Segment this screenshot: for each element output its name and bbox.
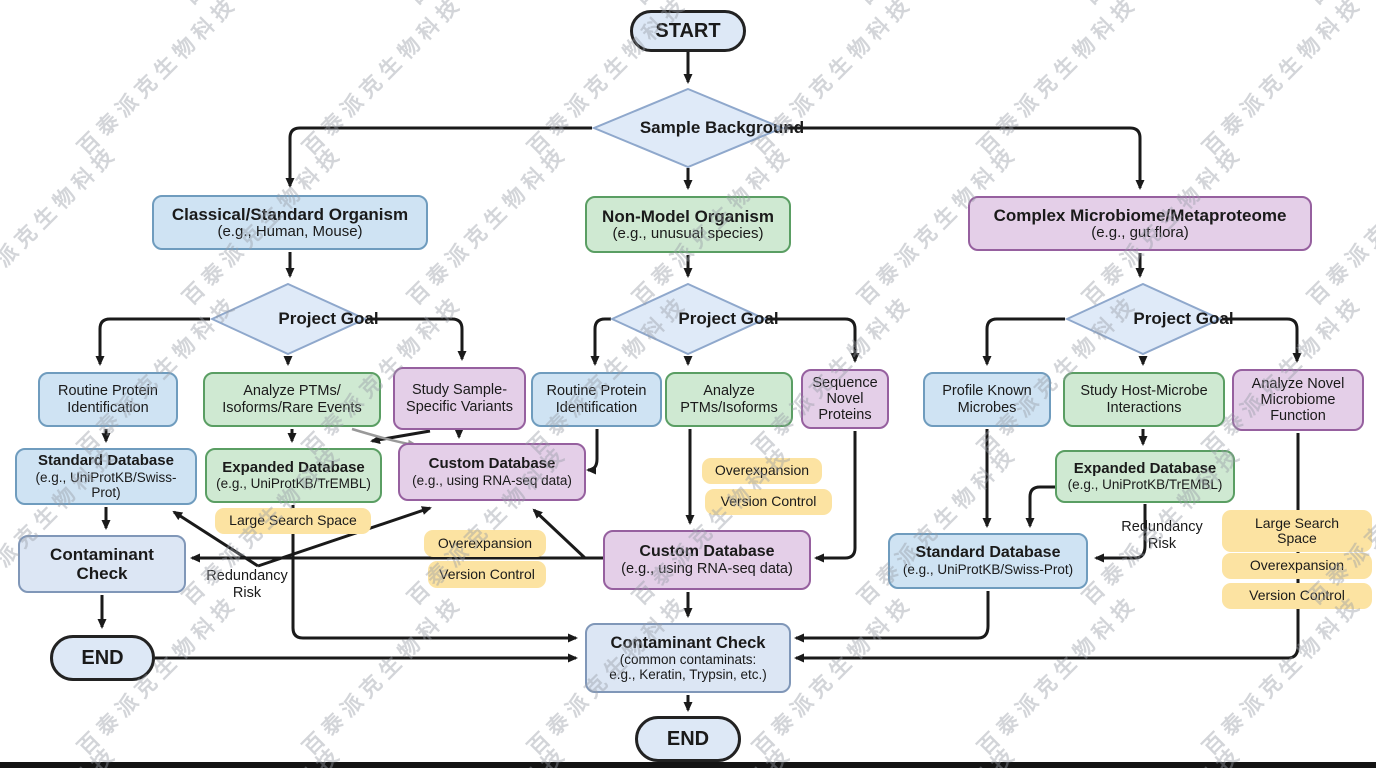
project-goal-left-label: Project Goal — [278, 309, 379, 329]
end-left-node: END — [50, 635, 155, 681]
standard-db-left-node: Standard Database (e.g., UniProtKB/Swiss… — [15, 448, 197, 505]
host-microbe-node: Study Host-Microbe Interactions — [1063, 372, 1225, 427]
classical-organism-subtitle: (e.g., Human, Mouse) — [217, 222, 363, 240]
bottom-bar — [0, 762, 1376, 768]
variants-left-label: Study Sample-Specific Variants — [406, 382, 513, 415]
non-model-subtitle: (e.g., unusual species) — [612, 224, 764, 242]
expanded-db-left-subtitle: (e.g., UniProtKB/TrEMBL) — [216, 476, 371, 492]
redundancy-risk-left-text: Redundancy Risk — [206, 568, 288, 601]
non-model-title: Non-Model Organism — [602, 206, 774, 226]
diamond-shape — [210, 283, 367, 355]
tag-version-control-mid-label: Version Control — [720, 493, 817, 510]
novel-function-node: Analyze Novel Microbiome Function — [1232, 369, 1364, 431]
redundancy-risk-right-label: Redundancy Risk — [1108, 519, 1216, 552]
tag-large-search-right-label: Large Search Space — [1254, 514, 1340, 546]
tag-version-control-right-label: Version Control — [1249, 587, 1345, 604]
contaminant-check-bottom-sub1: (common contaminats: — [619, 652, 757, 668]
custom-db-left-subtitle: (e.g., using RNA-seq data) — [412, 472, 572, 488]
redundancy-risk-left-label: Redundancy Risk — [195, 568, 299, 601]
novel-proteins-mid-label: Sequence Novel Proteins — [812, 374, 878, 424]
profile-microbes-label: Profile Known Microbes — [942, 383, 1032, 416]
routine-id-mid-label: Routine Protein Identification — [546, 383, 647, 416]
non-model-organism-node: Non-Model Organism (e.g., unusual specie… — [585, 196, 791, 253]
tag-version-control-left-label: Version Control — [439, 565, 535, 582]
ptms-mid-label: Analyze PTMs/Isoforms — [680, 383, 778, 416]
ptms-left-node: Analyze PTMs/ Isoforms/Rare Events — [203, 372, 381, 427]
project-goal-right-label: Project Goal — [1133, 309, 1234, 329]
complex-microbiome-node: Complex Microbiome/Metaproteome (e.g., g… — [968, 196, 1312, 251]
expanded-db-right-title: Expanded Database — [1073, 459, 1217, 477]
ptms-left-label: Analyze PTMs/ Isoforms/Rare Events — [222, 383, 362, 416]
project-goal-right-decision: Project Goal — [1065, 283, 1234, 355]
classical-organism-node: Classical/Standard Organism (e.g., Human… — [152, 195, 428, 250]
contaminant-check-bottom-node: Contaminant Check (common contaminats: e… — [585, 623, 791, 693]
project-goal-mid-decision: Project Goal — [610, 283, 779, 355]
ptms-mid-node: Analyze PTMs/Isoforms — [665, 372, 793, 427]
contaminant-check-bottom-title: Contaminant Check — [610, 633, 766, 652]
tag-large-search-right: Large Search Space — [1222, 510, 1372, 552]
project-goal-left-decision: Project Goal — [210, 283, 379, 355]
tag-overexpansion-left: Overexpansion — [424, 530, 546, 557]
custom-db-left-title: Custom Database — [428, 455, 556, 473]
variants-left-node: Study Sample-Specific Variants — [393, 367, 526, 430]
standard-db-left-subtitle: (e.g., UniProtKB/Swiss-Prot) — [35, 469, 177, 500]
standard-db-right-subtitle: (e.g., UniProtKB/Swiss-Prot) — [902, 562, 1074, 578]
contaminant-check-left-node: Contaminant Check — [18, 535, 186, 593]
tag-version-control-right: Version Control — [1222, 583, 1372, 609]
custom-db-left-node: Custom Database (e.g., using RNA-seq dat… — [398, 443, 586, 501]
diamond-shape — [592, 88, 784, 168]
tag-overexpansion-mid-label: Overexpansion — [714, 462, 810, 479]
tag-large-search-left-label: Large Search Space — [229, 512, 357, 529]
novel-function-label: Analyze Novel Microbiome Function — [1251, 375, 1345, 425]
custom-db-mid-title: Custom Database — [639, 542, 775, 560]
tag-overexpansion-right: Overexpansion — [1222, 553, 1372, 579]
tag-overexpansion-mid: Overexpansion — [702, 458, 822, 484]
expanded-db-right-subtitle: (e.g., UniProtKB/TrEMBL) — [1067, 477, 1223, 493]
profile-microbes-node: Profile Known Microbes — [923, 372, 1051, 427]
custom-db-mid-subtitle: (e.g., using RNA-seq data) — [621, 560, 793, 577]
standard-db-left-title: Standard Database — [38, 451, 174, 469]
tag-version-control-left: Version Control — [428, 561, 546, 588]
custom-db-mid-node: Custom Database (e.g., using RNA-seq dat… — [603, 530, 811, 590]
project-goal-mid-label: Project Goal — [678, 309, 779, 329]
tag-version-control-mid: Version Control — [705, 489, 832, 515]
diamond-shape — [610, 283, 767, 355]
routine-id-mid-node: Routine Protein Identification — [531, 372, 662, 427]
end-left-label: END — [81, 646, 124, 669]
redundancy-risk-right-text: Redundancy Risk — [1121, 519, 1203, 552]
start-node: START — [630, 10, 746, 52]
complex-microbiome-subtitle: (e.g., gut flora) — [1091, 223, 1189, 241]
expanded-db-right-node: Expanded Database (e.g., UniProtKB/TrEMB… — [1055, 450, 1235, 503]
host-microbe-label: Study Host-Microbe Interactions — [1080, 383, 1208, 416]
standard-db-right-node: Standard Database (e.g., UniProtKB/Swiss… — [888, 533, 1088, 589]
sample-background-decision: Sample Background — [592, 88, 804, 168]
novel-proteins-mid-node: Sequence Novel Proteins — [801, 369, 889, 429]
end-bottom-label: END — [666, 727, 710, 750]
tag-large-search-left: Large Search Space — [215, 508, 371, 534]
contaminant-check-bottom-sub2: e.g., Keratin, Trypsin, etc.) — [609, 667, 767, 683]
complex-microbiome-title: Complex Microbiome/Metaproteome — [993, 205, 1287, 225]
expanded-db-left-node: Expanded Database (e.g., UniProtKB/TrEMB… — [205, 448, 382, 503]
standard-db-right-title: Standard Database — [915, 544, 1061, 562]
routine-id-left-node: Routine Protein Identification — [38, 372, 178, 427]
tag-overexpansion-left-label: Overexpansion — [437, 534, 533, 551]
expanded-db-left-title: Expanded Database — [222, 458, 365, 476]
end-bottom-node: END — [635, 716, 741, 762]
classical-organism-title: Classical/Standard Organism — [171, 204, 409, 224]
diamond-shape — [1065, 283, 1222, 355]
contaminant-check-left-label: Contaminant Check — [50, 544, 154, 583]
start-label: START — [655, 19, 721, 42]
tag-overexpansion-right-label: Overexpansion — [1249, 557, 1345, 574]
routine-id-left-label: Routine Protein Identification — [58, 383, 158, 416]
sample-background-label: Sample Background — [639, 118, 805, 138]
